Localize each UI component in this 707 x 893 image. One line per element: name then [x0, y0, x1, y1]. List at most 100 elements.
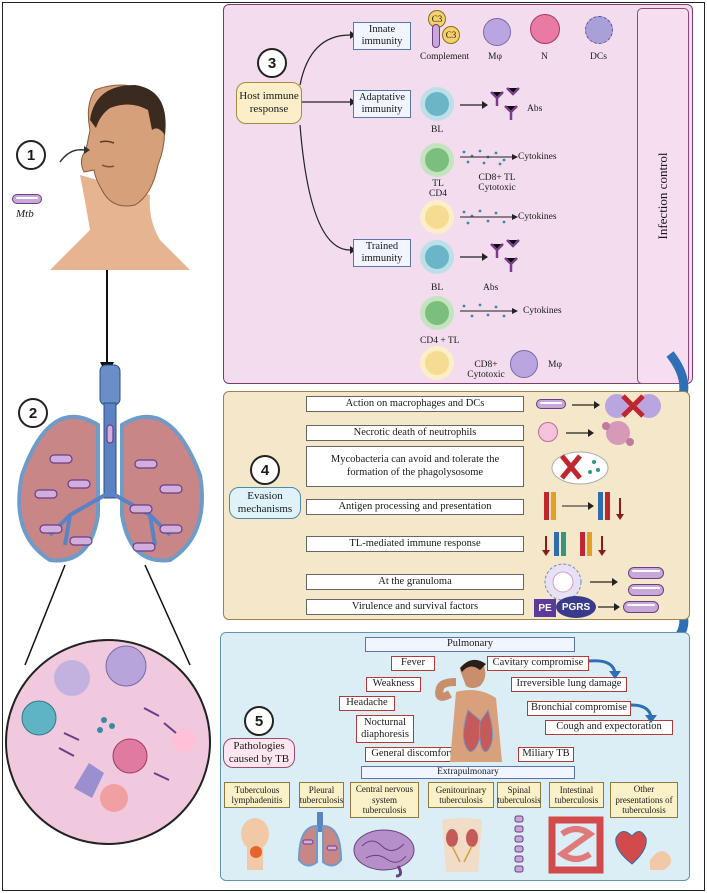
neck-head-icon: [241, 818, 269, 870]
arrow-granuloma: [590, 578, 618, 586]
label-abs-adaptive: Abs: [527, 104, 543, 114]
symptom-headache: Headache: [339, 696, 395, 711]
mtb-label: Mtb: [16, 208, 34, 220]
blocked-phagolysosome-icon: [551, 451, 609, 485]
extra-spinal: Spinal tuberculosis: [497, 782, 541, 808]
intestine-icon: [548, 816, 604, 874]
inhale-arrow-icon: [59, 146, 90, 163]
label-macrophage: Mφ: [488, 52, 502, 62]
extrapulmonary-header: Extrapulmonary: [361, 766, 575, 779]
neutrophil-icon-row2: [538, 422, 558, 442]
label-cd8-tl: CD8+ TL Cytotoxic: [478, 173, 516, 194]
extra-intestinal: Intestinal tuberculosis: [549, 782, 604, 808]
neutrophil-icon: [530, 14, 560, 44]
extra-genitourinary: Genitourinary tuberculosis: [428, 782, 494, 808]
host-immune-panel: [223, 4, 693, 384]
granuloma-circle-illustration: [5, 639, 211, 845]
label-cytokines-3: Cytokines: [523, 306, 562, 316]
granuloma-bacillus-2: [628, 584, 664, 596]
arrow-row1: [572, 401, 600, 409]
label-cytokines-2: Cytokines: [518, 212, 557, 222]
cytokines-dots-2: [460, 209, 518, 225]
complement-bacillus-icon: [432, 24, 440, 48]
pgrs-badge: PGRS: [556, 596, 596, 618]
trained-bl-icon: [420, 240, 454, 274]
adaptative-immunity-box: Adaptative immunity: [353, 90, 411, 118]
trained-macrophage-icon: [510, 350, 538, 378]
heart-joint-icon: [615, 831, 672, 870]
kidneys-icon: [442, 818, 482, 872]
label-bl-adaptive: BL: [431, 125, 444, 135]
label-cd8-cytotoxic-trained: CD8+ Cytotoxic: [467, 360, 505, 381]
extra-lymphadenitis: Tuberculous lymphadenitis: [224, 782, 290, 808]
zoom-lines: [24, 564, 191, 666]
macrophage-icon: [483, 18, 511, 46]
symptom-cavitary: Cavitary compromise: [487, 656, 589, 671]
evasion-item-granuloma: At the granuloma: [306, 574, 524, 590]
symptom-weakness: Weakness: [366, 677, 421, 692]
evasion-item-macrophages: Action on macrophages and DCs: [306, 396, 524, 412]
cytokines-dots-1: [460, 149, 518, 166]
label-neutrophil: N: [541, 52, 548, 62]
step-3-badge: 3: [257, 48, 287, 78]
blocked-macrophage-icon: [605, 394, 661, 418]
extra-other: Other presentations of tuberculosis: [610, 782, 678, 818]
tl-cd4-icon: [420, 143, 454, 177]
tl-response-icon: [542, 532, 606, 556]
b-lymphocyte-icon: [420, 87, 454, 121]
evasion-item-virulence: Virulence and survival factors: [306, 599, 524, 615]
host-immune-response-pill: Host immune response: [236, 82, 302, 124]
label-mphi-trained: Mφ: [548, 360, 562, 370]
pulmonary-header: Pulmonary: [365, 637, 575, 652]
complement-c3-tag-2: C3: [442, 26, 460, 44]
immunity-branch-arrows: [299, 31, 356, 254]
granuloma-bacillus-1: [628, 567, 664, 579]
symptom-miliary: Miliary TB: [518, 747, 574, 762]
symptom-fever: Fever: [391, 656, 435, 671]
label-cytokines-1: Cytokines: [518, 152, 557, 162]
bacillus-icon-row1: [536, 399, 566, 409]
arrow-bl-abs: [460, 101, 488, 109]
label-dcs: DCs: [590, 52, 607, 62]
trained-cd4-icon: [420, 296, 454, 330]
antibodies-icon: [490, 87, 520, 120]
label-bl-trained: BL: [431, 283, 444, 293]
human-head-illustration: [50, 84, 190, 270]
symptom-nocturnal: Nocturnal diaphoresis: [356, 715, 414, 743]
arrow-bl-abs-trained: [460, 253, 488, 261]
trained-antibodies-icon: [490, 239, 520, 272]
granuloma-icon: [544, 563, 582, 601]
symptom-bronchial: Bronchial compromise: [527, 701, 631, 716]
cd8-cytotoxic-icon: [420, 200, 454, 234]
antigen-presentation-icon: [544, 492, 624, 520]
mtb-bacillus-icon: [12, 194, 42, 204]
dendritic-cell-icon: [585, 16, 613, 44]
evasion-item-antigen: Antigen processing and presentation: [306, 499, 524, 515]
label-cd4-tl: CD4 + TL: [420, 336, 460, 346]
pathologies-caused-pill: Pathologies caused by TB: [223, 738, 295, 768]
extra-pleural: Pleural tuberculosis: [299, 782, 344, 808]
pleural-lungs-icon: [297, 812, 343, 867]
virulence-bacillus: [623, 601, 659, 613]
infection-control-label: Infection control: [655, 152, 670, 240]
label-complement: Complement: [420, 52, 470, 62]
pe-badge: PE: [534, 599, 556, 617]
evasion-item-tl-response: TL-mediated immune response: [306, 536, 524, 552]
lungs-illustration: [17, 364, 204, 563]
infection-control-box: Infection control: [637, 8, 689, 384]
label-abs-trained: Abs: [483, 283, 499, 293]
innate-immunity-box: Innate immunity: [353, 22, 411, 50]
necrotic-neutrophil-icon: [602, 421, 634, 446]
label-tl-cd4: TL CD4: [429, 179, 447, 200]
step-2-badge: 2: [18, 398, 48, 428]
coughing-person-illustration: [435, 659, 502, 762]
evasion-mechanisms-pill: Evasion mechanisms: [229, 487, 301, 519]
trained-cd8-icon: [420, 346, 454, 380]
symptom-cough: Cough and expectoration: [545, 720, 673, 735]
symptom-arrows: [588, 659, 657, 723]
evasion-item-neutrophils: Necrotic death of neutrophils: [306, 425, 524, 441]
cytokines-dots-3: [460, 303, 518, 318]
down-arrow: [100, 270, 114, 376]
spine-icon: [514, 815, 524, 873]
